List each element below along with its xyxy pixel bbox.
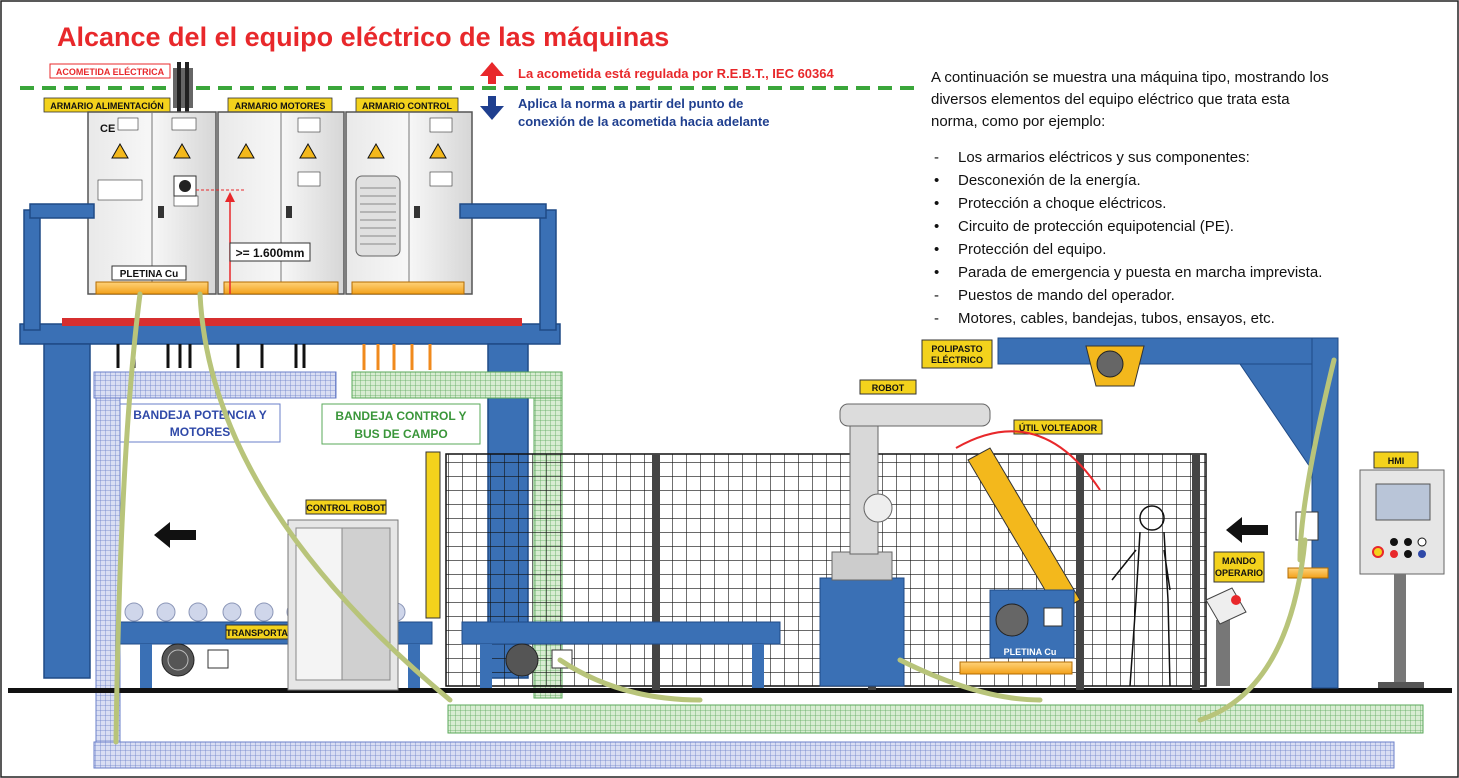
label-armario-motores: ARMARIO MOTORES xyxy=(235,101,326,111)
list-item: Circuito de protección equipotencial (PE… xyxy=(958,218,1234,235)
ce-mark: CE xyxy=(100,123,115,135)
operator-figure xyxy=(1111,505,1171,687)
label-util-volteador: ÚTIL VOLTEADOR xyxy=(1019,422,1098,433)
label-pletina-cu: PLETINA Cu xyxy=(120,269,179,280)
list-item: Protección a choque eléctricos. xyxy=(958,195,1166,212)
legend-down-text-2: conexión de la acometida hacia adelante xyxy=(518,114,769,129)
label-control-robot: CONTROL ROBOT xyxy=(306,503,386,513)
acometida-label: ACOMETIDA ELÉCTRICA xyxy=(56,67,165,77)
label-bandeja-control-1: BANDEJA CONTROL Y xyxy=(335,409,466,423)
label-height: >= 1.600mm xyxy=(236,246,305,260)
list-item: Protección del equipo. xyxy=(958,241,1106,258)
label-bandeja-potencia-1: BANDEJA POTENCIA Y xyxy=(133,408,267,422)
arrow-down-icon xyxy=(480,96,504,120)
list-bullet: • xyxy=(934,195,939,212)
electrical-cabinets: CE PLETINA Cu >= 1.600mm xyxy=(87,111,473,295)
list-item: Motores, cables, bandejas, tubos, ensayo… xyxy=(958,310,1275,327)
label-bandeja-control-2: BUS DE CAMPO xyxy=(354,427,447,441)
list-bullet: • xyxy=(934,218,939,235)
list-bullet: - xyxy=(934,149,939,166)
light-curtain xyxy=(425,451,441,619)
label-armario-control: ARMARIO CONTROL xyxy=(362,101,452,111)
list-item: Parada de emergencia y puesta en marcha … xyxy=(958,264,1322,281)
list-item: Los armarios eléctricos y sus componente… xyxy=(958,149,1250,166)
robot: ROBOT xyxy=(819,379,991,687)
legend-down-text-1: Aplica la norma a partir del punto de xyxy=(518,96,743,111)
arrow-up-icon xyxy=(480,62,504,84)
conveyor-right xyxy=(461,621,781,688)
label-transportador: TRANSPORTADOR xyxy=(226,628,308,638)
acometida-plug xyxy=(173,68,193,108)
mando-operario: MANDO OPERARIO xyxy=(1205,551,1265,686)
intro-line-2: diversos elementos del equipo eléctrico … xyxy=(931,91,1290,108)
list-bullet: • xyxy=(934,264,939,281)
hmi-panel: HMI xyxy=(1359,451,1445,688)
description-block: A continuación se muestra una máquina ti… xyxy=(931,69,1329,327)
label-mando-2: OPERARIO xyxy=(1215,568,1263,578)
tray-control xyxy=(351,371,563,399)
arrow-left-icon-2 xyxy=(1226,517,1268,543)
cabinet-headers: ARMARIO ALIMENTACIÓN ARMARIO MOTORES ARM… xyxy=(43,97,459,113)
label-bandeja-potencia-2: MOTORES xyxy=(170,425,230,439)
label-robot: ROBOT xyxy=(872,383,905,393)
list-bullet: • xyxy=(934,172,939,189)
intro-line-3: norma, como por ejemplo: xyxy=(931,113,1105,130)
control-cables xyxy=(362,344,432,370)
legend-up-text: La acometida está regulada por R.E.B.T.,… xyxy=(518,66,834,81)
crane: POLIPASTO ELÉCTRICO xyxy=(921,337,1339,689)
floor-line xyxy=(8,688,1452,693)
arrow-left-icon xyxy=(154,522,196,548)
list-item: Desconexión de la energía. xyxy=(958,172,1141,189)
label-mando-1: MANDO xyxy=(1222,556,1256,566)
acometida-label-box xyxy=(49,63,171,79)
label-hmi: HMI xyxy=(1388,456,1405,466)
list-bullet: - xyxy=(934,310,939,327)
red-busbar xyxy=(62,318,522,326)
label-polipasto-2: ELÉCTRICO xyxy=(931,355,983,365)
label-armario-alimentacion: ARMARIO ALIMENTACIÓN xyxy=(50,100,164,111)
list-bullet: - xyxy=(934,287,939,304)
items-list: - Los armarios eléctricos y sus component… xyxy=(934,149,1322,327)
page-title: Alcance del el equipo eléctrico de las m… xyxy=(57,22,669,52)
label-polipasto-1: POLIPASTO xyxy=(931,344,982,354)
label-pletina-cu-2: PLETINA Cu xyxy=(1004,647,1057,657)
list-item: Puestos de mando del operador. xyxy=(958,287,1175,304)
util-volteador: PLETINA Cu ÚTIL VOLTEADOR xyxy=(955,419,1103,675)
list-bullet: • xyxy=(934,241,939,258)
ground-cables xyxy=(113,291,1337,745)
intro-line-1: A continuación se muestra una máquina ti… xyxy=(931,69,1329,86)
